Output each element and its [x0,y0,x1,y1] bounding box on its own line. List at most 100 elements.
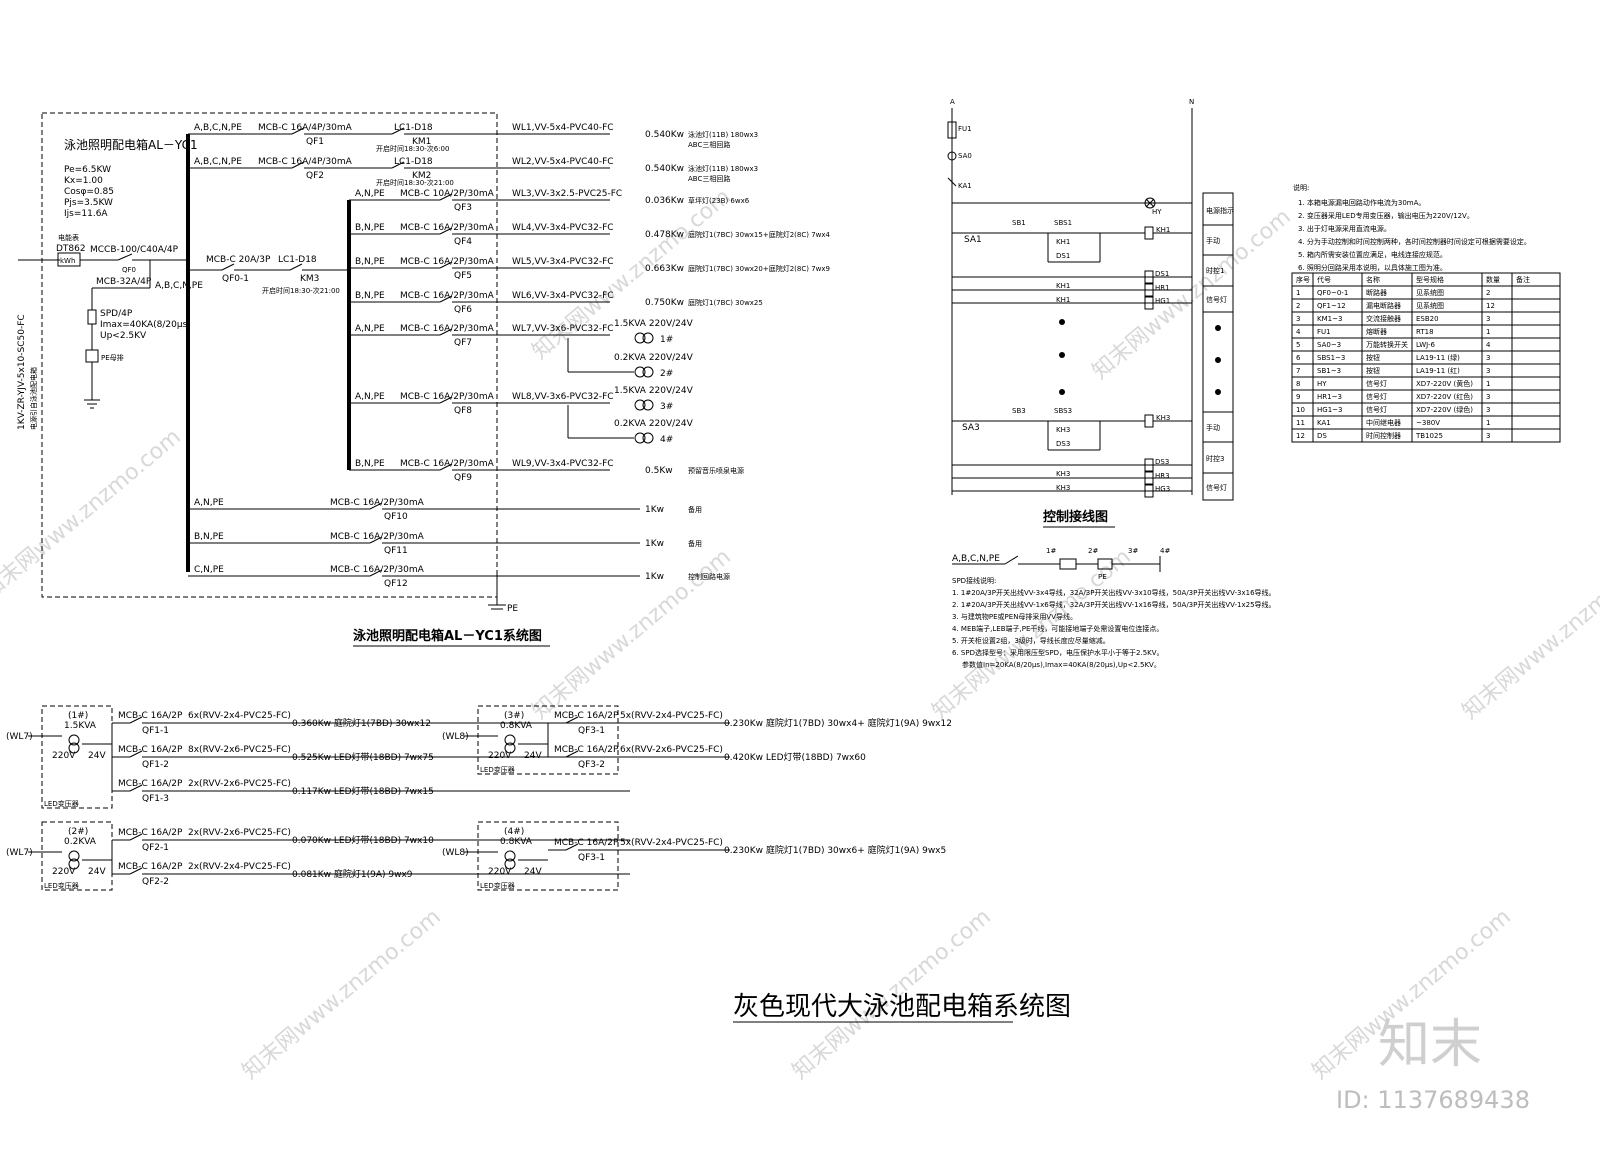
main-breaker: MCCB-100/C40A/4P [90,245,179,255]
table-cell: 3 [1486,432,1490,440]
circuit-breaker: MCB-C 10A/2P/30mA [400,189,495,199]
led-v-out: 24V [88,751,106,761]
transformer-icon [68,850,80,862]
transformer-rating: 0.2KVA 220V/24V [614,419,694,429]
sa0-label: SA0 [958,152,972,160]
led-breaker-id: QF2-1 [142,843,169,853]
circuit-contactor: LC1-D18 [394,157,433,167]
table-header: 名称 [1366,275,1380,284]
param-line: Cosφ=0.85 [64,187,114,197]
circuit-time: 开启时间18:30-次21:00 [376,178,454,187]
table-cell: 5 [1296,341,1300,349]
led-load: 0.070Kw LED灯带(18BD) 7wx10 [292,835,434,846]
led-breaker: MCB-C 16A/2P [118,862,183,872]
circuit-load: 预留音乐喷泉电源 [688,466,744,475]
param-line: Ijs=11.6A [64,209,108,219]
table-cell: QF1~12 [1317,302,1346,310]
table-cell: SB1~3 [1317,367,1341,375]
led-v-out: 24V [524,867,542,877]
circuit-power: 0.036Kw [645,196,684,206]
hg1-lamp: HG1 [1155,297,1170,305]
spd-note: 3. 与建筑物PE或PEN母排采用VV导线。 [952,612,1077,621]
main-panel: 泳池照明配电箱AL－YC1 Pe=6.5KW Kx=1.00 Cosφ=0.85… [17,112,550,647]
led-source: (WL7) [6,848,33,858]
circuit-power: 1Kw [645,539,664,549]
page-title: 灰色现代大泳池配电箱系统图 [733,992,1071,1022]
param-line: Pe=6.5KW [64,165,111,175]
led-breaker: MCB-C 16A/2P [118,745,183,755]
panel-caption: 泳池照明配电箱AL－YC1系统图 [353,628,542,644]
ds3-contact: DS3 [1056,440,1070,448]
watermark-text: 知末网www.znzmo.com [1458,544,1600,724]
circuit-phase: A,B,C,N,PE [194,157,242,167]
watermark-text: 知末网www.znzmo.com [0,424,186,604]
transformer-tag: 2# [660,369,673,379]
table-cell: FU1 [1317,328,1331,336]
hr3-lamp: HR3 [1155,472,1170,480]
watermark-text: 知末网www.znzmo.com [928,544,1136,724]
hr1-lamp: HR1 [1155,284,1170,292]
note-item: 1. 本箱电源漏电回路动作电流为30mA。 [1298,198,1425,207]
spd-note: 2. 1#20A/3P开关出线VV-1x6导线，32A/3P开关出线VV-1x1… [952,600,1276,609]
circuit-power: 1Kw [645,572,664,582]
fn-label: 时控3 [1206,454,1224,463]
table-cell: LWJ-6 [1416,341,1436,349]
circuit-line-spec: WL4,VV-3x4-PVC32-FC [512,223,614,233]
spd-pe: PE [1098,573,1107,581]
circuit-phase: B,N,PE [355,291,385,301]
table-header: 代号 [1317,275,1331,284]
table-cell: 3 [1486,315,1490,323]
meter-label: 电能表 [58,233,79,242]
led-source: (WL7) [6,732,33,742]
table-header: 型号规格 [1416,275,1444,284]
circuit-power: 0.750Kw [645,298,684,308]
sb1-label: SB1 [1012,219,1026,227]
circuit-breaker-id: QF6 [454,305,472,315]
led-breaker-id: QF1-1 [142,726,169,736]
circuit-breaker: MCB-C 16A/4P/30mA [258,157,353,167]
table-cell: 3 [1486,354,1490,362]
transformer-3: 1.5KVA 220V/24V 3# [614,386,694,412]
table-cell: 断路器 [1366,288,1387,297]
circuit-contactor-id: KM1 [412,137,431,147]
circuit-breaker-id: QF2 [306,171,324,181]
led-load: 0.360Kw 庭院灯1(7BD) 30wx12 [292,717,431,729]
ds1-coil: DS1 [1155,270,1169,278]
watermark-layer: 知末网www.znzmo.com 知末网www.znzmo.com 知末网www… [0,184,1600,1084]
transformer-icon [504,734,516,746]
table-cell: LA19-11 (绿) [1416,353,1460,362]
led-breaker-id: QF3-1 [578,853,605,863]
circuit-load: 庭院灯1(7BC) 30wx25 [688,298,763,307]
circuit-load: 泳池灯(11B) 180wx3 [688,164,758,173]
led-breaker: MCB-C 16A/2P [554,745,619,755]
circuit-phase: A,B,C,N,PE [194,123,242,133]
spd-breaker: MCB-32A/4P [96,277,152,287]
pe-bar-label: PE母排 [101,353,124,362]
led-breaker-id: QF3-2 [578,760,605,770]
table-cell: 10 [1296,406,1305,414]
phase-a-label: A [950,98,955,106]
led-v-in: 220V [52,751,76,761]
bus-phase-label: A,B,C,N,PE [155,281,203,291]
circuit-load: 控制回路电源 [688,572,730,581]
circuit-phase: A,N,PE [355,324,385,334]
sub-contactor-id: KM3 [300,274,319,284]
circuit-load: 草坪灯(23B) 6wx6 [688,196,750,205]
table-cell: 2 [1486,289,1490,297]
km1-contact: KH1 [1056,296,1070,304]
sub-breaker-id: QF0-1 [222,274,249,284]
watermark-text: 知末网www.znzmo.com [238,904,446,1084]
function-column [1202,192,1234,501]
led-tag: (2#) [68,827,88,837]
circuit-load-note: ABC三相回路 [688,140,730,149]
